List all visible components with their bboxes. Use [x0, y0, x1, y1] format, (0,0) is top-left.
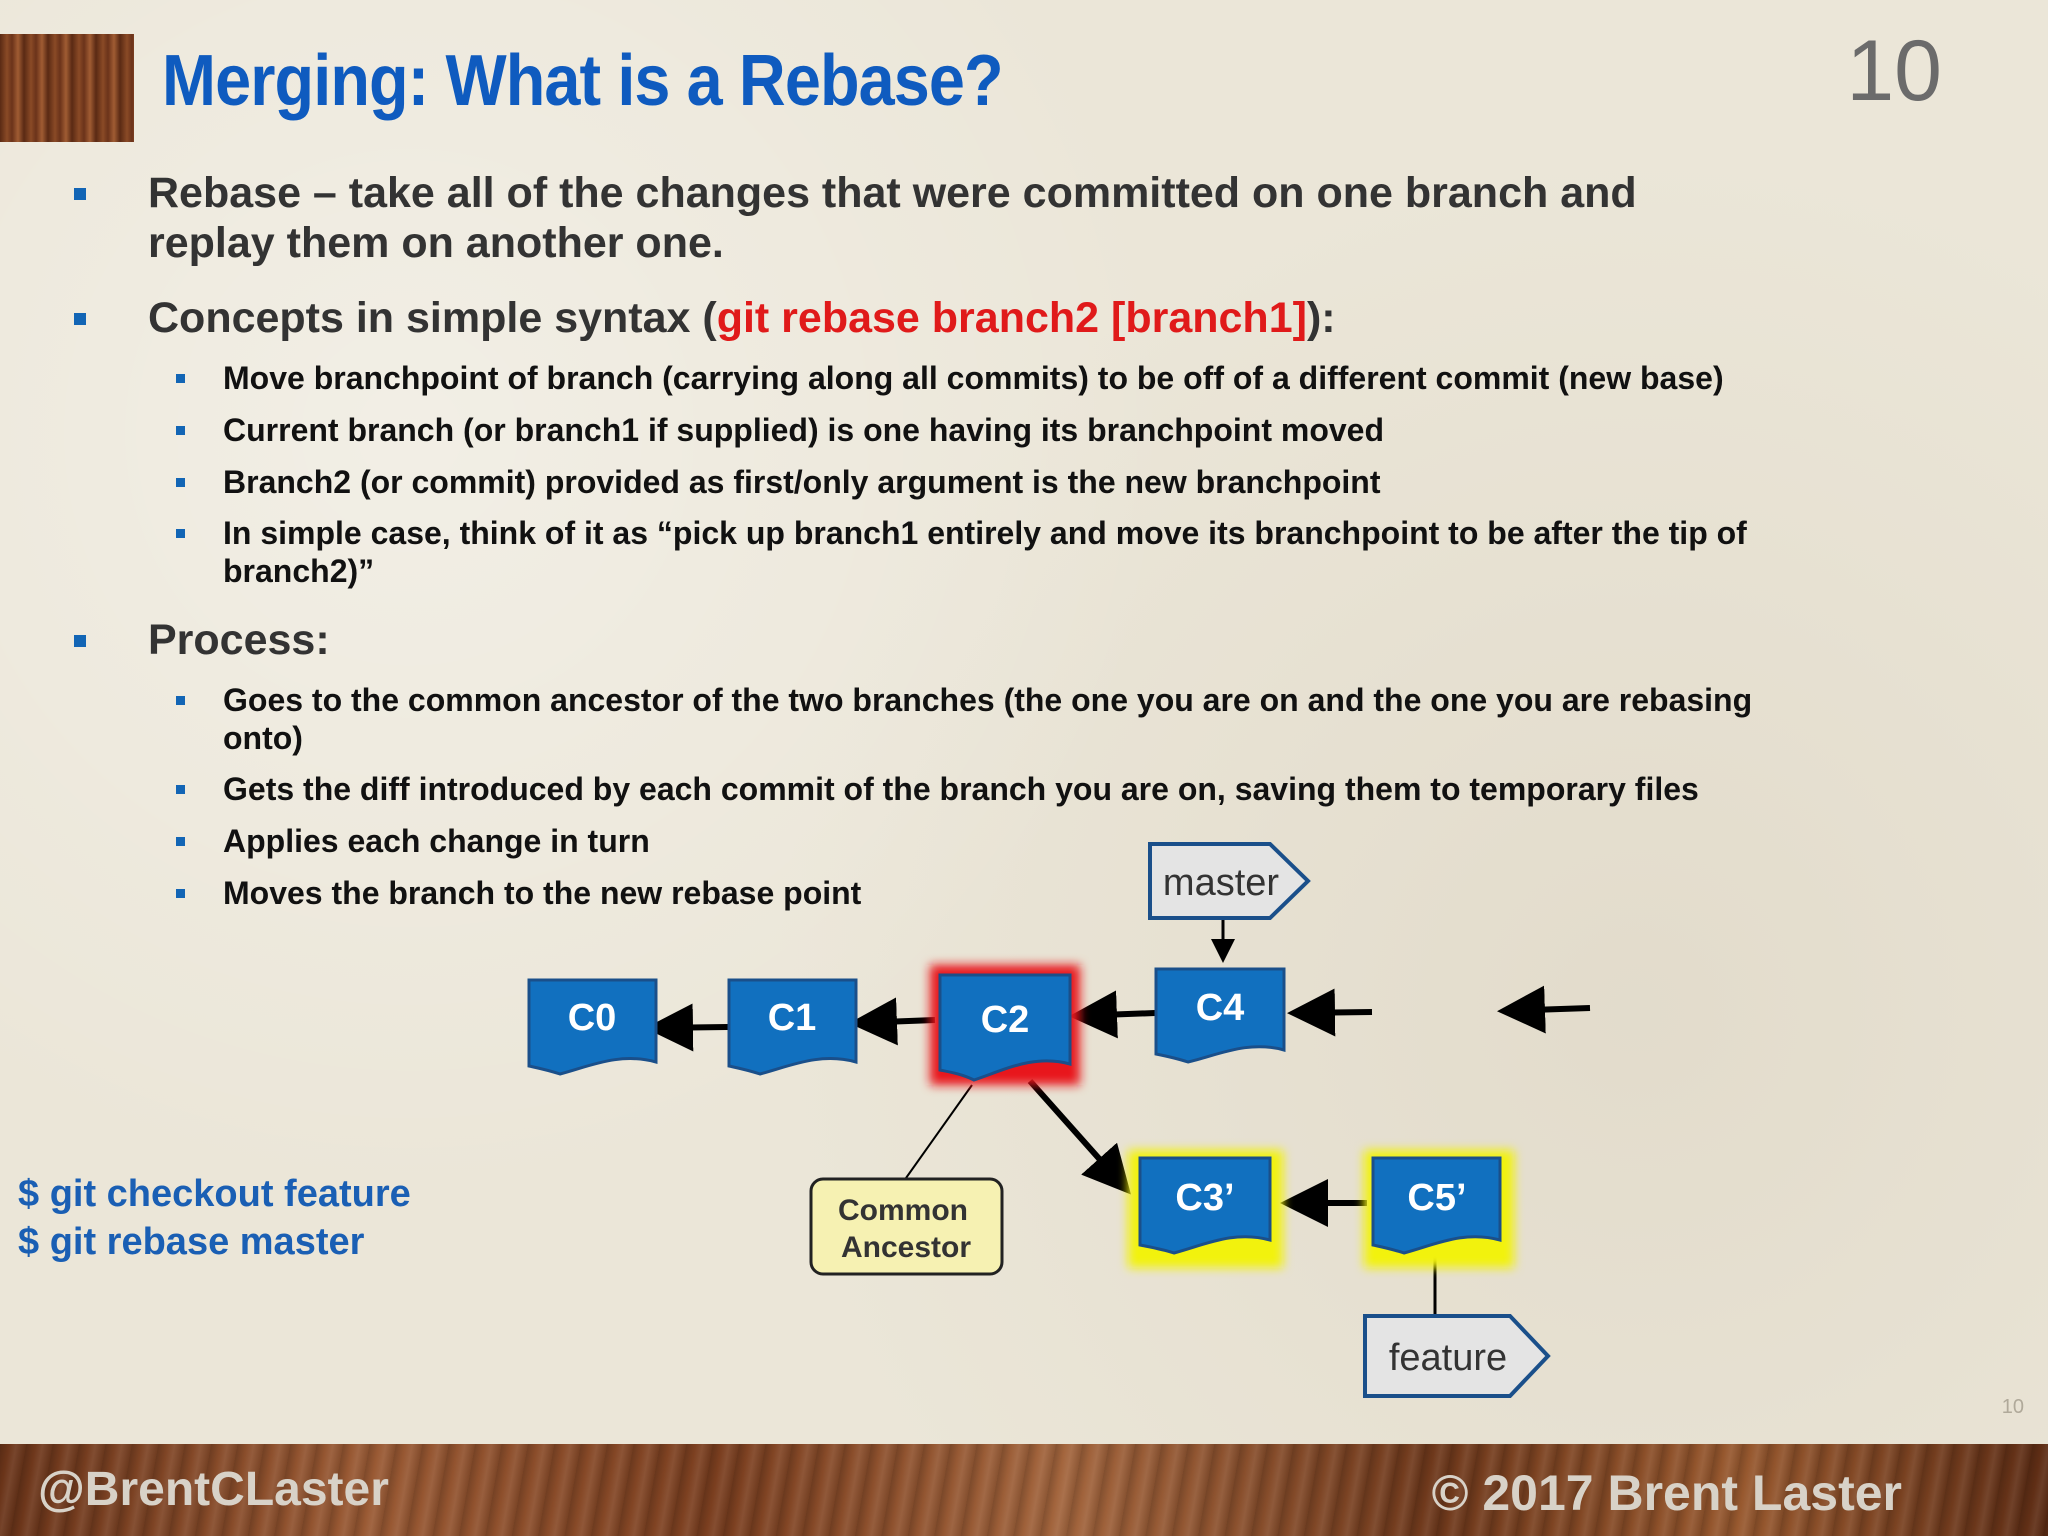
- commit-c3-prime: C3’: [1138, 1156, 1272, 1255]
- sub-bullet-marker: [176, 374, 185, 383]
- concepts-suffix: ):: [1306, 294, 1336, 342]
- sub-bullet: Moves the branch to the new rebase point: [176, 874, 1883, 912]
- footer-bar: @BrentCLaster © 2017 Brent Laster: [0, 1444, 2048, 1536]
- ancestor-text-line2: Ancestor: [841, 1231, 971, 1264]
- slide-number-small: 10: [2001, 1396, 2024, 1418]
- slide-number: 10: [1846, 23, 1942, 119]
- edge-c2-c1: [849, 997, 936, 1046]
- sub-bullet-marker: [176, 426, 185, 435]
- command-block: $ git checkout feature $ git rebase mast…: [18, 1170, 411, 1266]
- slide-background: [0, 0, 2048, 1444]
- bullet-rebase-line2: replay them on another one.: [148, 219, 724, 267]
- sub-bullet-text: Goes to the common ancestor of the two b…: [223, 682, 1753, 718]
- commit-c4: C4: [1154, 967, 1286, 1064]
- command-checkout: $ git checkout feature: [18, 1173, 411, 1215]
- slide-title: Merging: What is a Rebase?: [162, 41, 1004, 121]
- sub-bullet-text: In simple case, think of it as “pick up …: [223, 515, 1747, 551]
- sub-bullet-text: Current branch (or branch1 if supplied) …: [223, 412, 1385, 448]
- branch-label-master: master: [1148, 842, 1311, 920]
- sub-bullet: Current branch (or branch1 if supplied) …: [176, 411, 1883, 449]
- sub-bullet-text: Move branchpoint of branch (carrying alo…: [223, 360, 1724, 396]
- process-label: Process:: [148, 616, 330, 664]
- edge-c1-c0: [645, 1003, 729, 1052]
- sub-bullet-marker: [176, 889, 185, 898]
- sub-bullet: Gets the diff introduced by each commit …: [176, 770, 1883, 808]
- sub-bullet-text: branch2)”: [223, 553, 375, 589]
- commit-label: C3’: [1175, 1177, 1234, 1219]
- sub-bullet: Applies each change in turn: [176, 822, 1883, 860]
- edge-c4-c2: [1069, 990, 1156, 1039]
- commit-c1: C1: [727, 978, 858, 1076]
- bullet-rebase-line1: Rebase – take all of the changes that we…: [148, 169, 1637, 217]
- feature-label-text: feature: [1389, 1337, 1507, 1379]
- sub-bullet-text: Gets the diff introduced by each commit …: [223, 771, 1699, 807]
- bullet-process: Process:: [74, 615, 1908, 665]
- bullet-marker: [74, 635, 86, 647]
- commit-c2: C2: [938, 973, 1072, 1082]
- edge-into-c4: [1287, 988, 1373, 1037]
- sub-bullet-marker: [176, 478, 185, 487]
- master-label-text: master: [1163, 862, 1279, 904]
- sub-bullet-text: Moves the branch to the new rebase point: [223, 875, 862, 911]
- ancestor-callout-line: [905, 1084, 973, 1179]
- sub-bullet-marker: [176, 837, 185, 846]
- sub-bullet: In simple case, think of it as “pick up …: [176, 514, 1883, 590]
- concepts-prefix: Concepts in simple syntax (: [148, 294, 717, 342]
- commit-label: C0: [568, 997, 617, 1039]
- commit-c5-prime: C5’: [1371, 1156, 1502, 1255]
- command-rebase: $ git rebase master: [18, 1221, 365, 1263]
- bullet-rebase: Rebase – take all of the changes that we…: [74, 168, 1908, 268]
- wood-corner-decoration: [0, 34, 134, 142]
- sub-bullet-marker: [176, 785, 185, 794]
- sub-bullet: Branch2 (or commit) provided as first/on…: [176, 463, 1883, 501]
- sub-bullet-text: onto): [223, 720, 303, 756]
- commit-label: C1: [768, 997, 817, 1039]
- bullet-marker: [74, 188, 86, 200]
- sub-bullet-marker: [176, 696, 185, 705]
- common-ancestor-callout: Common Ancestor: [809, 1177, 1004, 1276]
- commit-label: C5’: [1407, 1177, 1466, 1219]
- commit-label: C4: [1196, 987, 1245, 1029]
- sub-bullet-text: Applies each change in turn: [223, 823, 650, 859]
- bullet-marker: [74, 313, 86, 325]
- sub-bullet-marker: [176, 529, 185, 538]
- footer-copyright: © 2017 Brent Laster: [1431, 1465, 1902, 1521]
- rebase-diagram: C0 C1 C2 C4 C3’ C5’ master feature Commo…: [527, 842, 1591, 1398]
- commit-label: C2: [981, 999, 1030, 1041]
- edge-c3-c2: [1027, 1079, 1131, 1195]
- footer-handle: @BrentCLaster: [38, 1463, 389, 1516]
- sub-bullet: Goes to the common ancestor of the two b…: [176, 681, 1883, 757]
- sub-bullet-text: Branch2 (or commit) provided as first/on…: [223, 464, 1381, 500]
- concepts-syntax: git rebase branch2 [branch1]: [716, 294, 1307, 342]
- ancestor-text-line1: Common: [838, 1194, 968, 1227]
- commit-c0: C0: [527, 978, 658, 1076]
- sub-bullet: Move branchpoint of branch (carrying alo…: [176, 359, 1883, 397]
- bullet-concepts: Concepts in simple syntax (git rebase br…: [74, 293, 1908, 343]
- edge-dangling-arrow: [1497, 985, 1591, 1034]
- branch-label-feature: feature: [1363, 1314, 1551, 1398]
